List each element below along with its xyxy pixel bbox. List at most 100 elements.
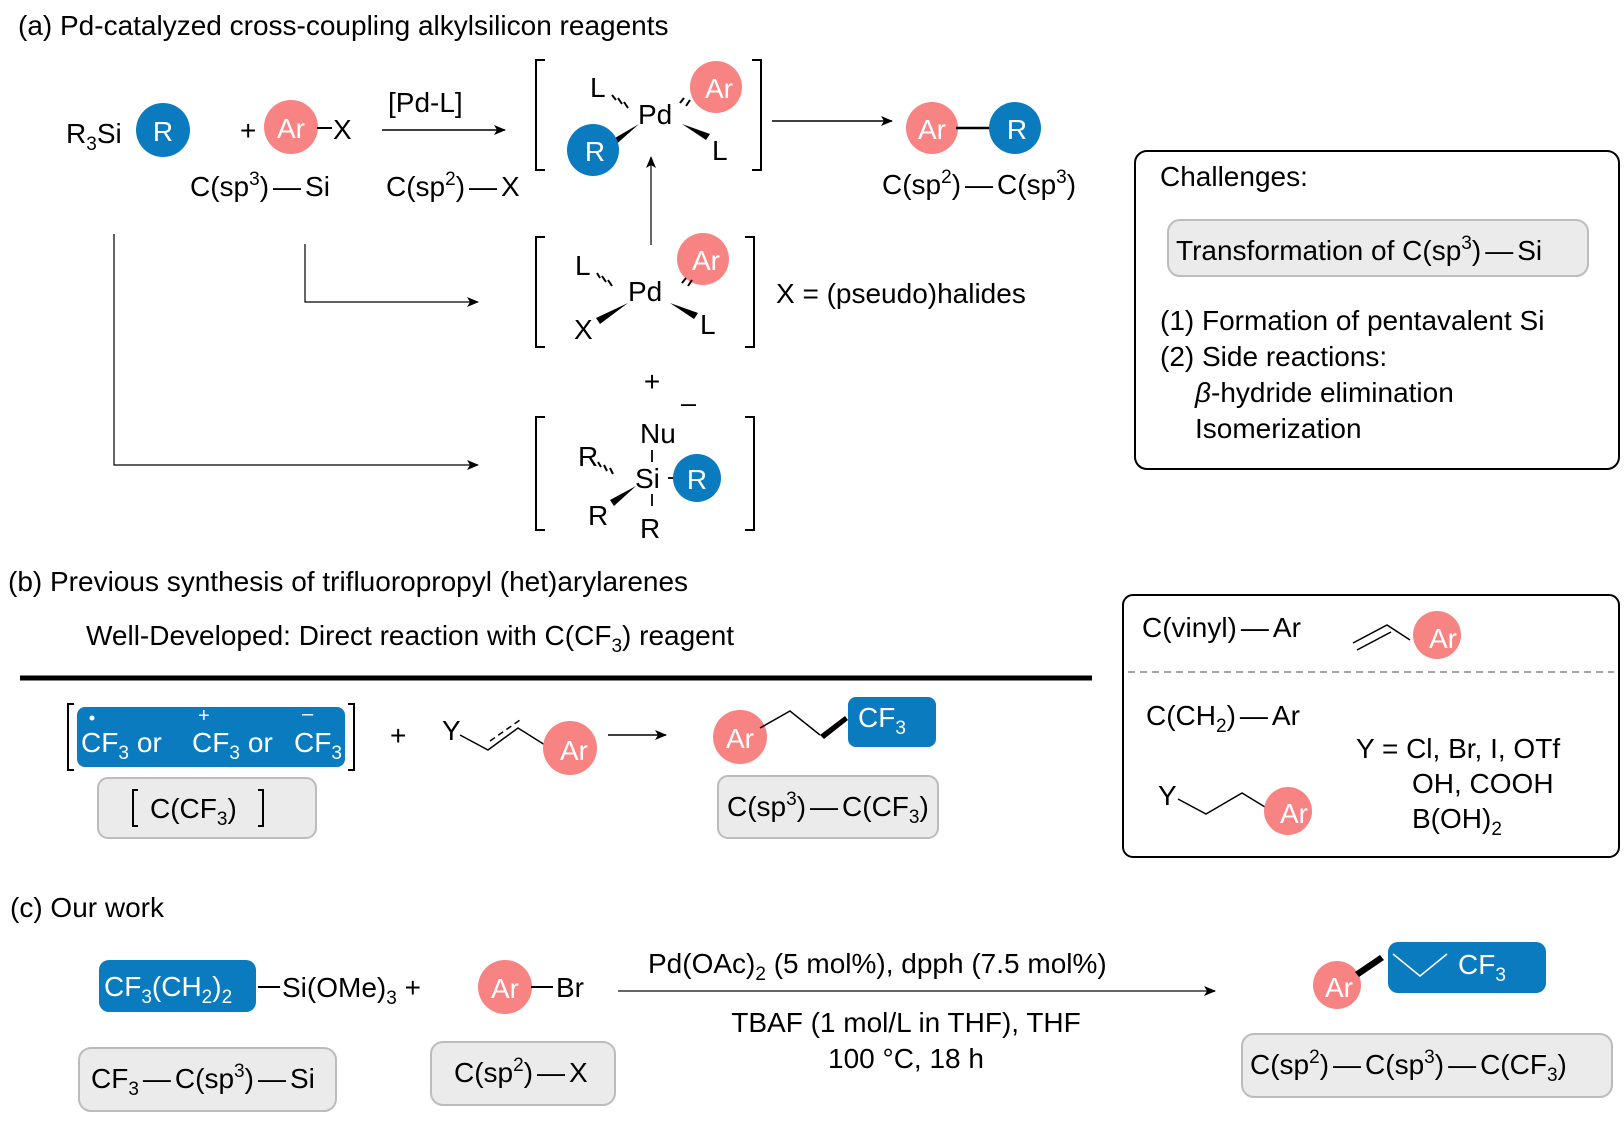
bracket-left <box>535 416 545 531</box>
bracket-right <box>348 703 355 771</box>
wedge-bond <box>670 303 698 319</box>
conditions-bottom-2: 100 °C, 18 h <box>828 1043 984 1074</box>
hashed-bond <box>596 272 613 287</box>
ar-group-circle <box>906 102 958 154</box>
product-label-box <box>717 775 939 839</box>
r-substituent: R <box>588 500 608 531</box>
reagent2-label-box <box>430 1041 616 1106</box>
bracket-left <box>535 236 545 348</box>
r-label: R <box>687 464 707 495</box>
challenges-box <box>1134 150 1620 470</box>
challenges-title: Challenges: <box>1160 161 1308 192</box>
conditions-top: Pd(OAc)2 (5 mol%), dpph (7.5 mol%) <box>648 948 1107 985</box>
bold-bond <box>1355 955 1384 977</box>
chain-bond <box>759 710 821 736</box>
challenge-item-2: (2) Side reactions: <box>1160 341 1387 372</box>
r-group-circle <box>673 454 721 502</box>
c-sp3-si-label: C(sp3)—Si <box>190 169 330 202</box>
bracket-left <box>67 703 74 771</box>
bracket-left <box>535 59 545 171</box>
branch-arrow-si <box>113 234 479 470</box>
reagent1-label-box <box>78 1047 337 1112</box>
bracket-right <box>752 59 762 171</box>
ar-group-circle <box>1264 787 1312 835</box>
ch2ch2cf3-box <box>1388 942 1546 993</box>
ar-group-circle <box>690 61 742 113</box>
reagent1-r3si: R3Si <box>66 118 122 155</box>
section-b-title: (b) Previous synthesis of trifluoropropy… <box>8 566 688 597</box>
plus-sign: + <box>644 366 660 397</box>
bold-bond <box>820 716 848 739</box>
hashed-bond <box>679 97 691 107</box>
hashed-bond <box>681 277 693 287</box>
ar-label: Ar <box>1325 972 1353 1003</box>
ar-group-circle <box>543 721 597 775</box>
substrate-types-box <box>1122 594 1620 858</box>
ar-label: Ar <box>918 114 946 145</box>
csp2-x-label: C(sp2)—X <box>454 1055 588 1088</box>
ar-group-circle <box>677 233 729 285</box>
ligand-l: L <box>712 135 728 166</box>
r-substituent: R <box>578 441 598 472</box>
r-label: R <box>153 116 173 147</box>
cation-plus: + <box>198 705 210 727</box>
reagent-label-box <box>97 777 317 839</box>
x-label: X <box>333 114 352 145</box>
nu-label: Nu <box>640 418 676 449</box>
c-cf3-label: C(CF3) <box>150 793 237 830</box>
y-list-2: OH, COOH <box>1412 768 1554 799</box>
cf3-label: CF3 <box>858 702 906 739</box>
chain-bond <box>459 727 546 751</box>
charge-minus: – <box>681 388 696 418</box>
r-substituent: R <box>640 513 660 544</box>
ar-group-circle <box>1413 611 1461 659</box>
ar-label: Ar <box>560 735 588 766</box>
ar-label: Ar <box>491 973 519 1004</box>
ar-label: Ar <box>277 113 305 144</box>
r-group-circle <box>136 103 190 157</box>
ligand-l: L <box>575 250 591 281</box>
si-ome3-label: Si(OMe)3 + <box>282 972 421 1009</box>
section-c-title: (c) Our work <box>10 892 165 923</box>
x-label: X <box>574 314 593 345</box>
ar-group-circle <box>713 710 767 764</box>
cf3ch2ch2-label: CF3(CH2)2 <box>104 971 232 1008</box>
cf3-csp3-si-label: CF3—C(sp3)—Si <box>91 1061 315 1100</box>
challenge-item-1: (1) Formation of pentavalent Si <box>1160 305 1544 336</box>
challenge-highlight: Transformation of C(sp3)—Si <box>1176 233 1542 266</box>
chain-bond <box>1177 792 1266 815</box>
wedge-bond <box>610 486 636 506</box>
ar-label: Ar <box>1429 623 1457 654</box>
bracket-left <box>132 789 138 827</box>
r-label: R <box>1007 114 1027 145</box>
plus-sign: + <box>240 115 256 146</box>
challenge-subitem-1: β-hydride elimination <box>1194 377 1454 408</box>
plus-sign: + <box>390 720 406 751</box>
cf3-group-box <box>848 697 936 747</box>
ar-label: Ar <box>1280 798 1308 829</box>
section-b-subtitle: Well-Developed: Direct reaction with C(C… <box>86 620 734 657</box>
ar-label: Ar <box>692 245 720 276</box>
hashed-bond <box>597 461 614 475</box>
bracket-right <box>258 789 264 827</box>
ligand-l: L <box>700 309 716 340</box>
hashed-bond <box>611 94 629 109</box>
ar-group-circle <box>1313 961 1361 1009</box>
challenge-subitem-2: Isomerization <box>1195 413 1362 444</box>
product-bond-label: C(sp2)—C(sp3) <box>882 167 1076 200</box>
dashed-double-bond <box>489 719 521 742</box>
cf3ch2ch2-box <box>99 960 256 1012</box>
ligand-l: L <box>590 72 606 103</box>
r-group-circle <box>989 102 1041 154</box>
x-definition: X = (pseudo)halides <box>776 278 1026 309</box>
bracket-right <box>745 416 755 531</box>
vinyl-bond <box>1352 624 1411 651</box>
highlight-box <box>1167 219 1589 277</box>
ar-group-circle <box>264 100 318 154</box>
product-bond-label: C(sp3)—C(CF3) <box>727 789 929 828</box>
ch2-ar-label: C(CH2)—Ar <box>1146 700 1300 737</box>
conditions-bottom-1: TBAF (1 mol/L in THF), THF <box>731 1007 1081 1038</box>
ar-label: Ar <box>705 73 733 104</box>
cf3-reagent-box <box>77 707 345 767</box>
